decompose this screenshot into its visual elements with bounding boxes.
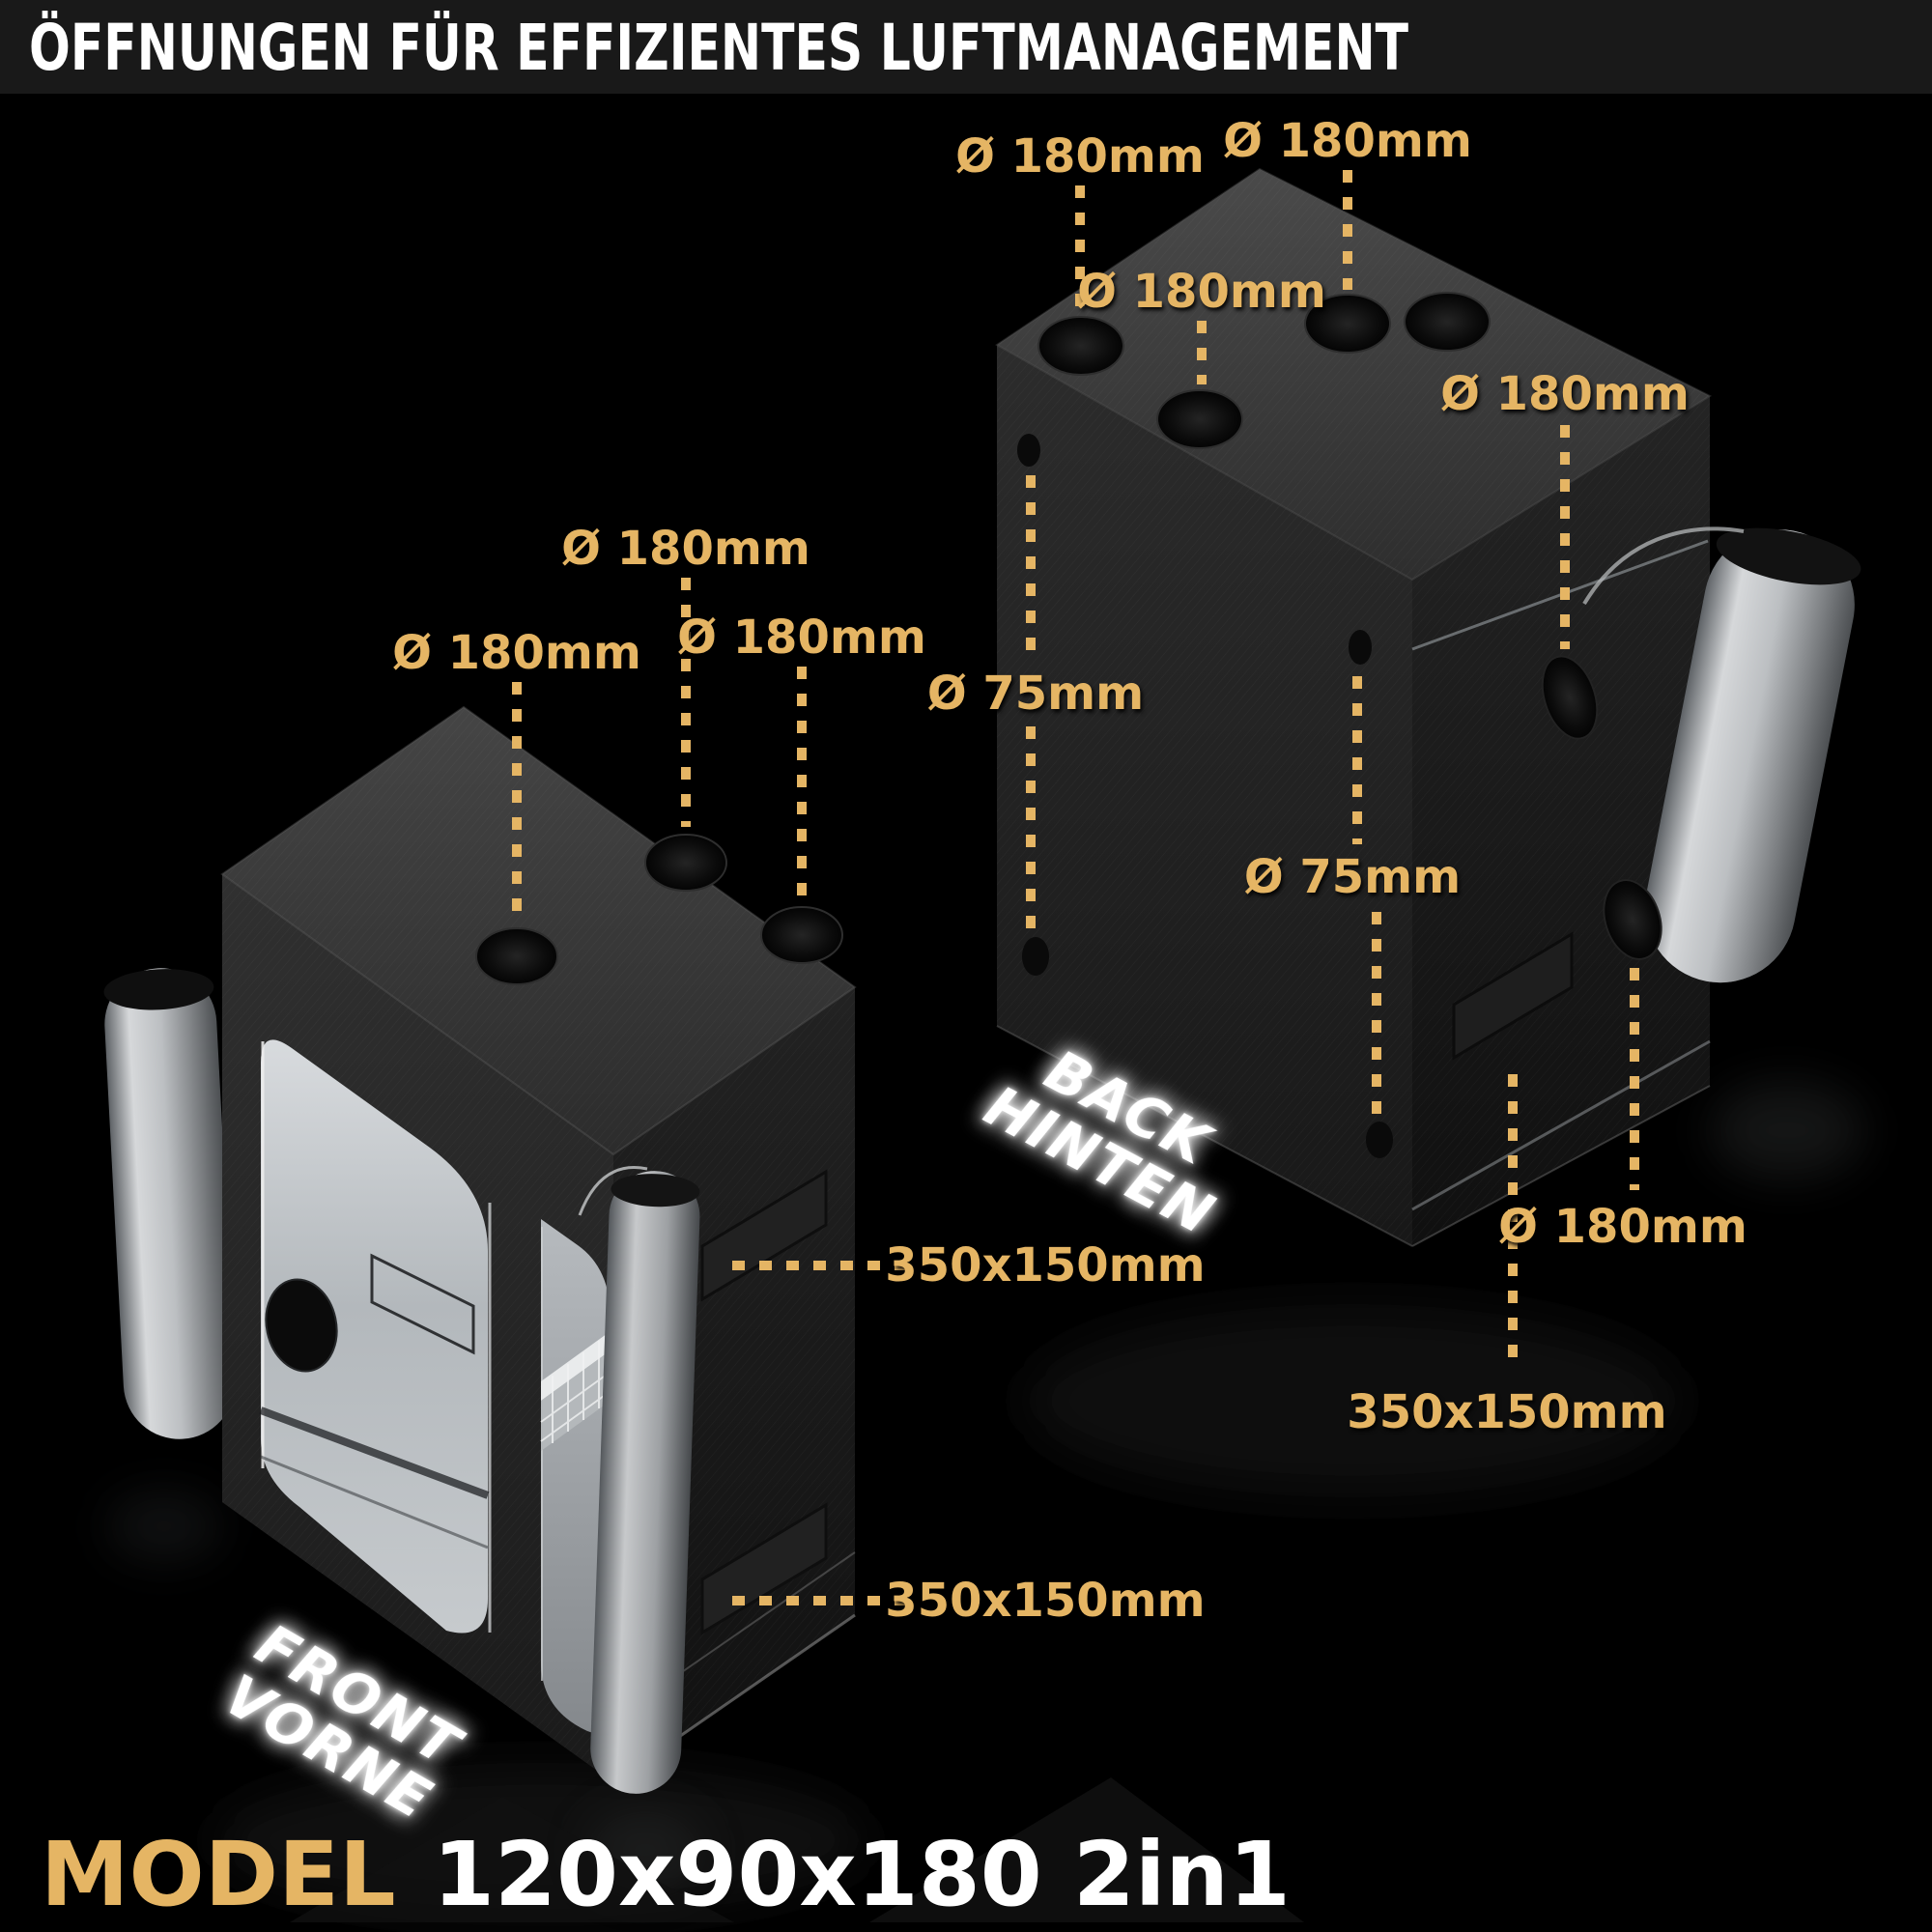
side-port-180-upper bbox=[1541, 655, 1599, 740]
callout-label-d180-f1: Ø 180mm bbox=[392, 626, 641, 680]
callout-label-d180-t1: Ø 180mm bbox=[955, 129, 1205, 184]
front-tent-corner-duct bbox=[590, 1171, 700, 1794]
callout-label-d180-side-lower: Ø 180mm bbox=[1498, 1200, 1747, 1254]
callout-label-d75-a: Ø 75mm bbox=[927, 667, 1144, 721]
callout-labels: Ø 180mm Ø 180mm Ø 180mm Ø 180mm Ø 75mm Ø… bbox=[392, 114, 1747, 1628]
back-tent-bottom-edge-left bbox=[996, 1025, 1413, 1247]
top-port-7 bbox=[760, 906, 843, 964]
cable-port-75-a-lower bbox=[1022, 937, 1049, 976]
front-tent-left-duct bbox=[103, 968, 236, 1439]
cable-port-75-a-upper bbox=[1017, 434, 1040, 467]
mesh-shelf-top bbox=[541, 1331, 611, 1401]
callout-label-vent-back: 350x150mm bbox=[1347, 1385, 1666, 1439]
reflection-back-duct bbox=[1710, 1082, 1864, 1179]
floor-reflections bbox=[106, 1082, 1864, 1922]
front-tent-top-texture bbox=[222, 707, 855, 1154]
duct-sleeve-back bbox=[1644, 529, 1855, 983]
duct-opening-back bbox=[1716, 527, 1861, 585]
top-port-3 bbox=[1156, 389, 1243, 449]
reflection-left-duct bbox=[106, 1492, 222, 1561]
callout-label-d180-t3: Ø 180mm bbox=[1077, 265, 1326, 319]
top-port-6 bbox=[644, 834, 727, 892]
front-tent bbox=[103, 705, 857, 1794]
duct-sleeve-front-corner bbox=[590, 1171, 700, 1794]
cable-port-75-b-lower bbox=[1366, 1122, 1393, 1158]
cable-port-75-b-upper bbox=[1349, 630, 1372, 665]
back-tent-seam-lower bbox=[1411, 1039, 1711, 1211]
mesh-shelf bbox=[540, 1331, 611, 1451]
back-vent-350 bbox=[1452, 931, 1574, 1061]
footer-model-label: MODEL bbox=[41, 1823, 396, 1926]
callout-lines bbox=[512, 170, 1639, 1605]
top-port-5 bbox=[475, 927, 558, 985]
top-port-4 bbox=[1404, 292, 1491, 352]
duct-opening-front-left bbox=[103, 969, 214, 1010]
reflection-shape-2 bbox=[290, 1797, 734, 1922]
duct-sleeve-front-left bbox=[104, 968, 236, 1439]
back-tent-duct bbox=[1644, 527, 1861, 983]
footer: MODEL 120x90x180 2in1 bbox=[41, 1823, 1291, 1926]
back-tent-bottom-edge-right bbox=[1411, 1085, 1711, 1247]
callout-label-d180-t2: Ø 180mm bbox=[1223, 114, 1472, 168]
footer-model-value: 120x90x180 2in1 bbox=[433, 1823, 1291, 1926]
callout-label-vent-front-upper: 350x150mm bbox=[885, 1238, 1205, 1293]
interior-vent-outline bbox=[370, 1253, 475, 1355]
door-opening-chamber-1 bbox=[261, 1039, 488, 1634]
mesh-grid-lines bbox=[540, 1341, 611, 1443]
header-bar bbox=[0, 0, 1932, 94]
duct-flap-curve-back bbox=[1582, 526, 1745, 606]
top-port-2 bbox=[1304, 294, 1391, 354]
callout-label-d75-b: Ø 75mm bbox=[1244, 850, 1461, 904]
callout-label-d180-side-upper: Ø 180mm bbox=[1440, 367, 1690, 421]
back-tent-left-texture bbox=[997, 345, 1412, 1246]
top-port-1 bbox=[1037, 316, 1124, 376]
back-tent-top-edge bbox=[995, 167, 1713, 582]
callout-label-d180-f2: Ø 180mm bbox=[561, 522, 810, 576]
duct-opening-front-corner bbox=[611, 1174, 700, 1208]
page-title: ÖFFNUNGEN FÜR EFFIZIENTES LUFTMANAGEMENT bbox=[29, 11, 1408, 85]
side-port-180-lower bbox=[1603, 879, 1662, 960]
duct-flap-curve-front bbox=[578, 1166, 648, 1216]
header: ÖFFNUNGEN FÜR EFFIZIENTES LUFTMANAGEMENT bbox=[0, 0, 1932, 94]
mesh-shelf-face bbox=[541, 1350, 611, 1451]
callout-label-d180-f3: Ø 180mm bbox=[677, 611, 926, 665]
interior-seam-thin bbox=[260, 1455, 489, 1549]
interior-port-180 bbox=[265, 1278, 338, 1373]
reflection-shape-1 bbox=[869, 1777, 1304, 1922]
callout-label-vent-front-lower: 350x150mm bbox=[885, 1574, 1205, 1628]
front-tent-top-edge bbox=[220, 705, 857, 1156]
interior-seam-dark bbox=[259, 1406, 490, 1499]
back-tent-top-texture bbox=[997, 169, 1710, 580]
